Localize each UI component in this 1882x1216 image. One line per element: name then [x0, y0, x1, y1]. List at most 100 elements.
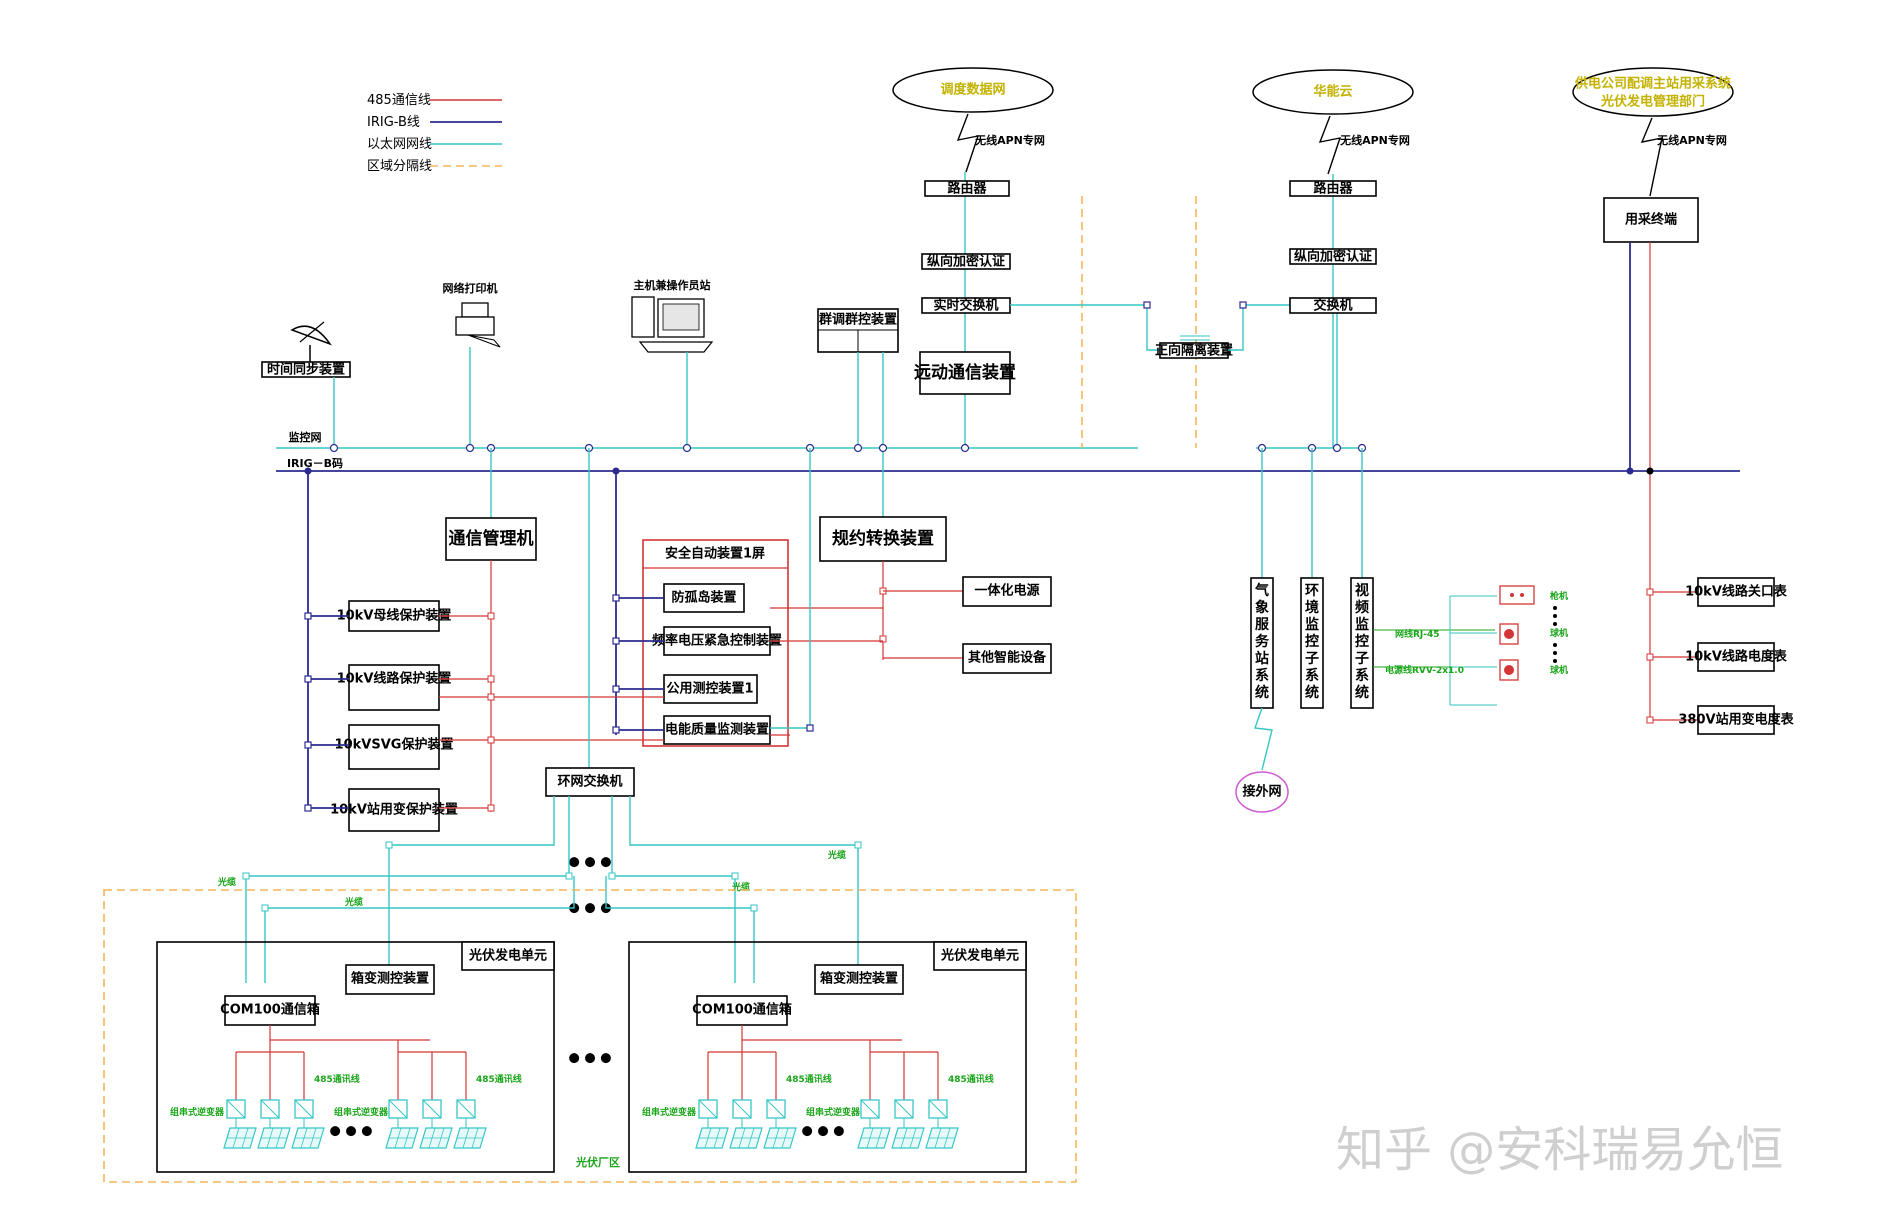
svg-text:时间同步装置: 时间同步装置 — [267, 362, 345, 378]
weather-label: 气象服务站系统 — [1254, 582, 1270, 701]
legend-485: 485通信线 — [367, 93, 431, 108]
svg-text:10kV线路关口表: 10kV线路关口表 — [1685, 584, 1788, 600]
environment-label: 环境监控子系统 — [1305, 583, 1319, 701]
svg-text:箱变测控装置: 箱变测控装置 — [351, 971, 429, 987]
bus-protection-device — [348, 600, 440, 632]
svg-text:10kVSVG保护装置: 10kVSVG保护装置 — [335, 737, 454, 753]
dome-label-2: 球机 — [1550, 664, 1568, 676]
svg-text:10kV线路电度表: 10kV线路电度表 — [1685, 649, 1788, 665]
box-measure-device-1 — [345, 964, 435, 995]
svg-text:用采终端: 用采终端 — [1624, 212, 1677, 228]
gateway-meter — [1697, 577, 1775, 607]
other-smart-devices — [962, 643, 1052, 674]
svg-text:规约转换装置: 规约转换装置 — [832, 528, 934, 549]
printer-label: 网络打印机 — [443, 281, 498, 295]
legend-ethernet: 以太网网线 — [367, 137, 432, 152]
svg-text:防孤岛装置: 防孤岛装置 — [671, 590, 736, 606]
svg-text:交换机: 交换机 — [1313, 298, 1352, 314]
monitor-net-label: 监控网 — [289, 430, 322, 444]
svg-text:● ● ●: ● ● ● — [801, 1124, 844, 1139]
integrated-power — [962, 576, 1052, 607]
svg-text:组串式逆变器: 组串式逆变器 — [334, 1106, 389, 1118]
anti-island-device — [663, 583, 745, 613]
svg-text:箱变测控装置: 箱变测控装置 — [820, 971, 898, 987]
computer-icon — [631, 296, 714, 353]
pv-unit-1: 光伏发电单元 箱变测控装置 COM100通信箱 485通讯线 485通讯线 组串… — [156, 941, 555, 1173]
apn-label-2: 无线APN专网 — [1339, 133, 1410, 147]
svg-text:远动通信装置: 远动通信装置 — [914, 362, 1016, 383]
svg-text:纵向加密认证: 纵向加密认证 — [927, 254, 1005, 270]
video-label: 视频监控子系统 — [1355, 582, 1369, 701]
comm-manager — [445, 517, 537, 561]
svg-text:路由器: 路由器 — [947, 181, 987, 197]
station-transformer-protection-device — [348, 788, 440, 832]
gun-label: 枪机 — [1550, 590, 1568, 602]
watermark: 知乎 @安科瑞易允恒 — [1336, 1122, 1783, 1178]
wireless-icon — [956, 113, 980, 173]
line-meter — [1697, 642, 1775, 672]
metering-terminal — [1603, 197, 1699, 243]
box-measure-device-2 — [814, 964, 904, 995]
ellipsis-ring: ● ● ● — [568, 855, 611, 870]
svg-text:公用测控装置1: 公用测控装置1 — [666, 681, 753, 697]
freq-volt-control-device — [663, 626, 771, 656]
svg-text:一体化电源: 一体化电源 — [974, 583, 1039, 599]
power-company-cloud — [1572, 67, 1734, 117]
time-sync-device — [261, 361, 351, 378]
svg-text:纵向加密认证: 纵向加密认证 — [1294, 249, 1372, 265]
vertical-encrypt-2 — [1289, 248, 1377, 265]
svg-text:正向隔离装置: 正向隔离装置 — [1155, 343, 1233, 359]
svg-text:通信管理机: 通信管理机 — [449, 528, 534, 549]
external-network-label: 接外网 — [1242, 784, 1281, 800]
public-measure-device — [663, 674, 758, 704]
net-cable-label: 网线RJ-45 — [1395, 628, 1440, 640]
svg-text:10kV站用变保护装置: 10kV站用变保护装置 — [330, 802, 458, 818]
power-quality-device — [663, 715, 771, 745]
video-monitor-system — [1350, 577, 1374, 709]
svg-text:● ● ●: ● ● ● — [329, 1124, 372, 1139]
svg-text:485通讯线: 485通讯线 — [314, 1073, 360, 1085]
workstation-label: 主机兼操作员站 — [634, 278, 711, 292]
svg-text:光伏发电单元: 光伏发电单元 — [468, 948, 547, 964]
fiber-label-3: 光缆 — [731, 881, 750, 893]
printer-icon — [455, 302, 501, 348]
svg-text:频率电压紧急控制装置: 频率电压紧急控制装置 — [652, 633, 782, 649]
svg-protection-device — [348, 724, 440, 770]
svg-text:10kV母线保护装置: 10kV母线保护装置 — [337, 608, 452, 624]
svg-text:380V站用变电度表: 380V站用变电度表 — [1678, 712, 1794, 728]
svg-text:组串式逆变器: 组串式逆变器 — [806, 1106, 861, 1118]
huaneng-cloud — [1252, 69, 1414, 115]
svg-text:485通讯线: 485通讯线 — [786, 1073, 832, 1085]
irig-b-label: IRIG－B码 — [287, 457, 343, 470]
com100-box-2 — [696, 995, 788, 1026]
svg-text:485通讯线: 485通讯线 — [476, 1073, 522, 1085]
svg-text:组串式逆变器: 组串式逆变器 — [642, 1106, 697, 1118]
pv-area-label: 光伏厂区 — [575, 1155, 620, 1169]
dispatch-network-cloud — [892, 67, 1054, 113]
legend-irig: IRIG-B线 — [367, 115, 420, 130]
svg-text:其他智能设备: 其他智能设备 — [968, 650, 1047, 666]
ring-network-switch — [545, 767, 635, 797]
remote-comm-device — [919, 351, 1011, 395]
svg-text:群调群控装置: 群调群控装置 — [819, 312, 897, 328]
router-1 — [924, 180, 1010, 197]
safety-panel-title: 安全自动装置1屏 — [665, 546, 765, 562]
dome-label-1: 球机 — [1550, 627, 1568, 639]
svg-text:电能质量监测装置: 电能质量监测装置 — [665, 722, 769, 738]
svg-text:光伏发电单元: 光伏发电单元 — [940, 948, 1019, 964]
ellipsis-fiber: ● ● ● — [568, 901, 611, 916]
pv-unit-2: 光伏发电单元 箱变测控装置 COM100通信箱 485通讯线 485通讯线 组串… — [628, 941, 1027, 1173]
huaneng-label: 华能云 — [1313, 84, 1352, 100]
external-network-cloud — [1235, 771, 1289, 813]
apn-label-1: 无线APN专网 — [974, 133, 1045, 147]
router-2 — [1289, 180, 1377, 197]
power-company-line2: 光伏发电管理部门 — [1600, 94, 1705, 110]
line-protection-device — [348, 664, 440, 711]
dispatch-network-label: 调度数据网 — [940, 82, 1005, 98]
pv-plant-area — [103, 889, 1077, 1183]
fiber-label-1: 光缆 — [217, 876, 236, 888]
legend: 485通信线 IRIG-B线 以太网网线 区域分隔线 — [367, 93, 502, 174]
environment-monitor-system — [1300, 577, 1324, 709]
switch-2 — [1289, 297, 1377, 314]
